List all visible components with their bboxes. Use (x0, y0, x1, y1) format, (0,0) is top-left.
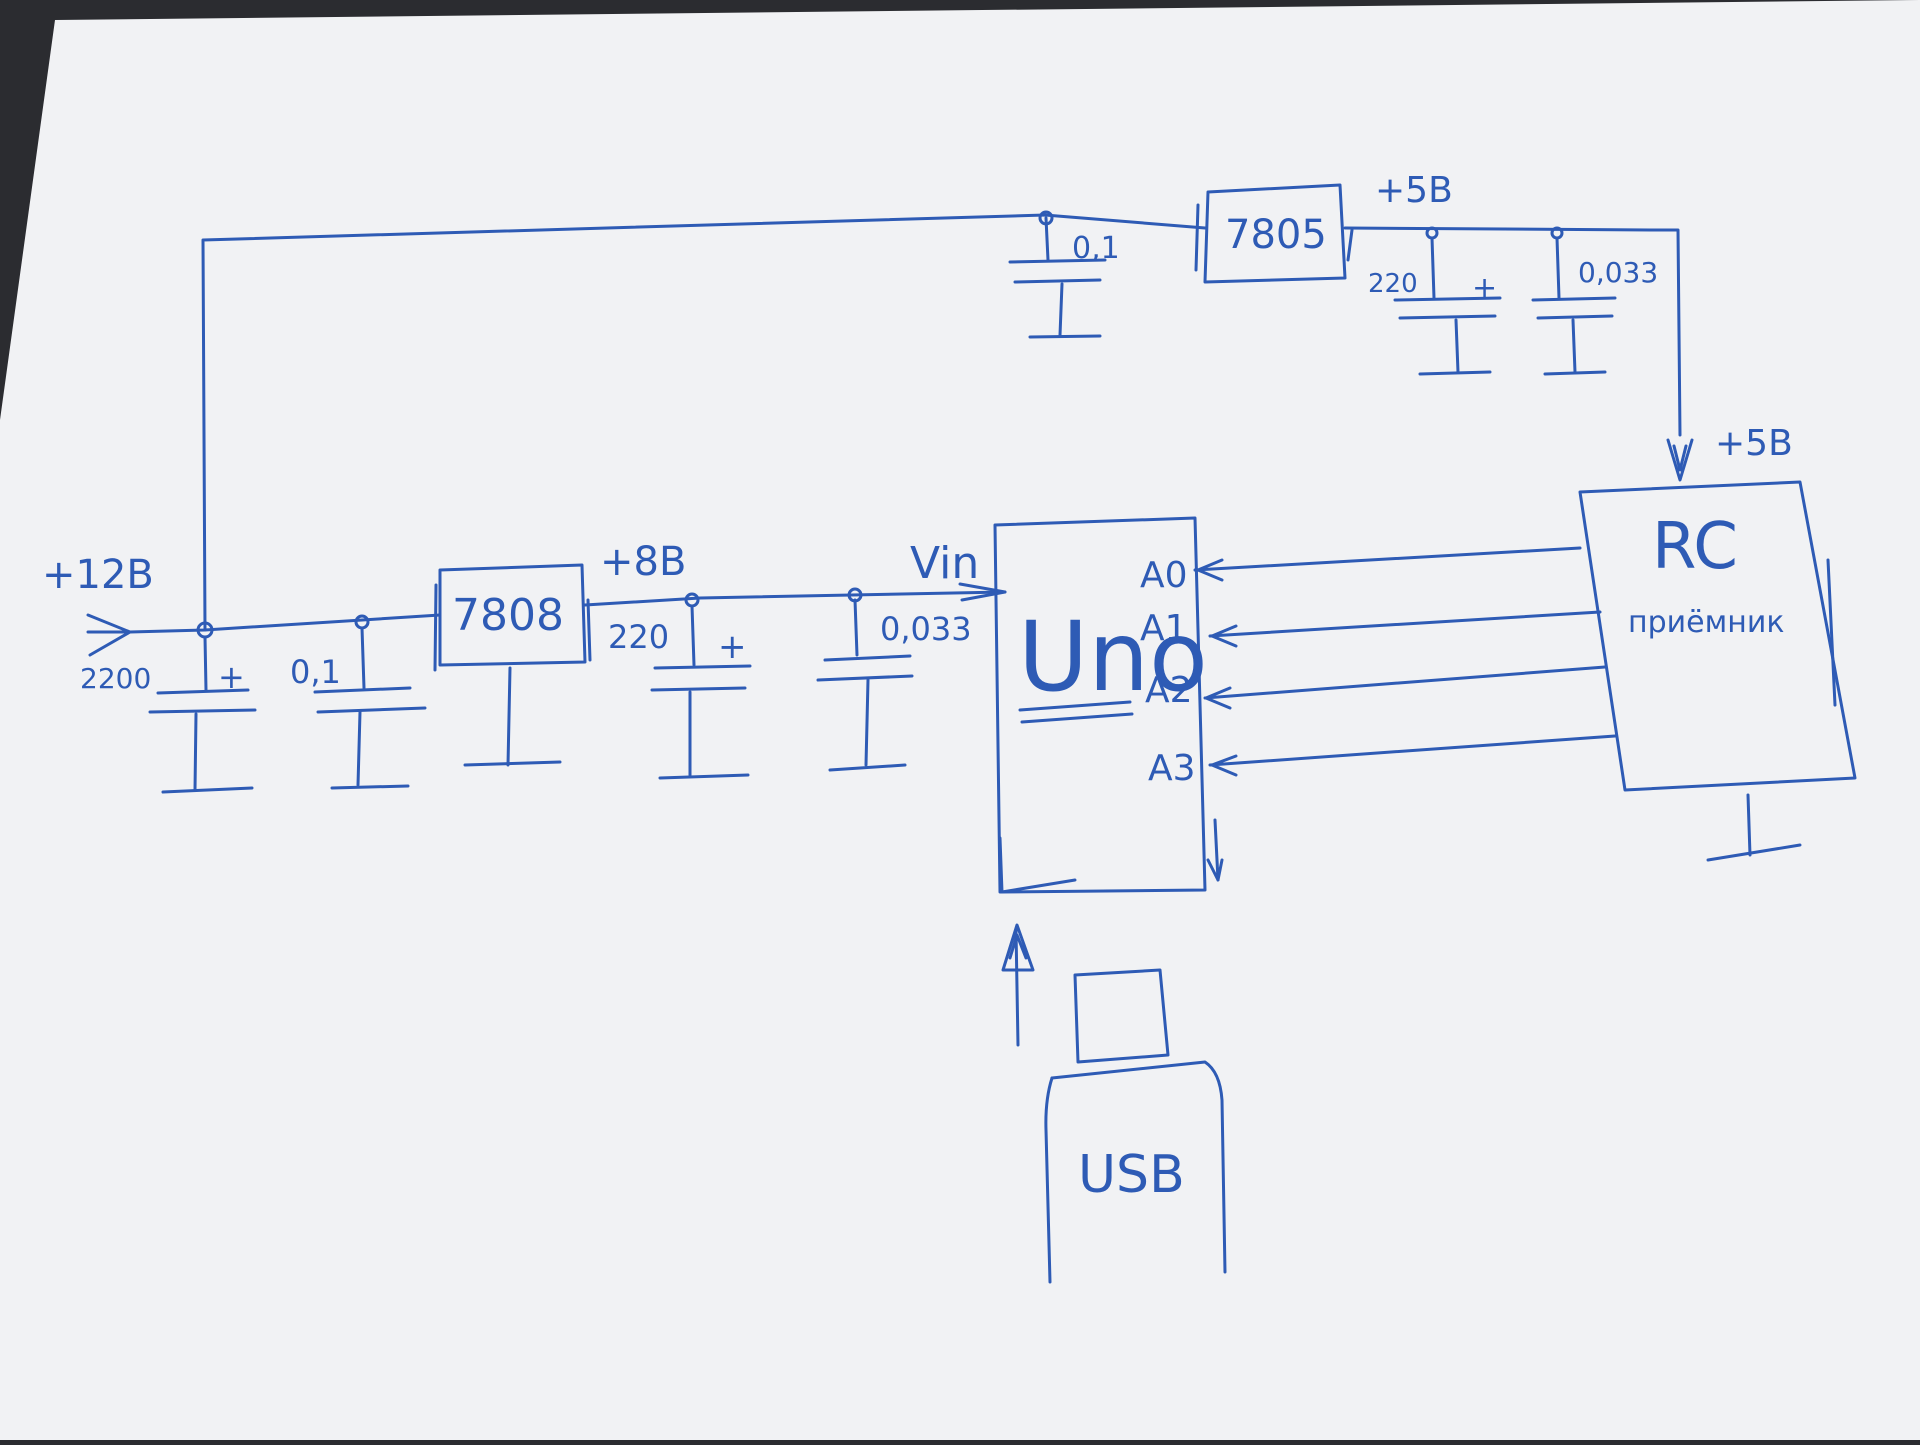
uno-board (993, 516, 1224, 894)
regulator-7805 (1194, 183, 1354, 284)
usb-arrow (1001, 923, 1035, 1047)
bottom-rail-wire-12v (128, 613, 442, 634)
cap-5v-220-polarity: + (1472, 271, 1497, 306)
capacitor-vin-0033 (816, 598, 914, 772)
receiver-power-label: +5В (1715, 423, 1793, 464)
input-voltage-label: +12В (42, 552, 154, 598)
5v-arrow-head (1666, 438, 1694, 482)
rc-receiver (1578, 480, 1857, 862)
cap-input-filter-label: 0,1 (290, 653, 341, 691)
cap-8v-220-polarity: + (718, 627, 747, 667)
cap-input-2200-polarity: + (218, 658, 245, 696)
usb-label: USB (1078, 1145, 1185, 1205)
5v-rail-wire (1343, 226, 1682, 437)
uno-pin-a2: A2 (1145, 670, 1193, 711)
7805-output-label: +5В (1375, 170, 1453, 211)
capacitor-5v-0033 (1531, 236, 1617, 376)
8v-rail-wire (583, 590, 1007, 607)
receiver-sublabel: приёмник (1628, 605, 1784, 640)
capacitor-input-2200 (148, 635, 257, 794)
wire-a0 (1193, 546, 1582, 582)
uno-label: Uno (1018, 601, 1208, 713)
uno-pin-a0: A0 (1140, 555, 1188, 596)
top-rail-wire (201, 213, 1207, 632)
capacitor-8v-220 (650, 604, 752, 780)
wire-a1 (1208, 610, 1602, 648)
uno-pin-a1: A1 (1140, 608, 1188, 649)
capacitor-7805-input (1008, 216, 1107, 339)
regulator-7805-label: 7805 (1225, 212, 1327, 258)
uno-label-underline (1018, 700, 1134, 724)
capacitor-input-filter (313, 626, 427, 790)
cap-8v-220-label: 220 (608, 618, 669, 656)
wire-a2 (1203, 665, 1607, 710)
cap-vin-0033-label: 0,033 (880, 610, 972, 648)
7808-output-label: +8В (600, 539, 686, 585)
cap-7805-input-label: 0,1 (1072, 231, 1120, 266)
wire-a3 (1208, 734, 1617, 777)
receiver-label: RC (1652, 510, 1738, 584)
capacitor-5v-220 (1393, 236, 1502, 376)
cap-input-2200-label: 2200 (80, 662, 151, 695)
vin-label: Vin (910, 538, 979, 589)
uno-pin-a3: A3 (1148, 748, 1196, 789)
cap-5v-220-label: 220 (1368, 269, 1418, 299)
cap-5v-0033-label: 0,033 (1578, 256, 1658, 289)
vin-arrow-head (958, 582, 1007, 602)
regulator-7808-label: 7808 (452, 590, 564, 641)
regulator-7808 (433, 563, 592, 767)
signal-wires (1193, 546, 1617, 777)
usb-plug (1044, 968, 1227, 1284)
